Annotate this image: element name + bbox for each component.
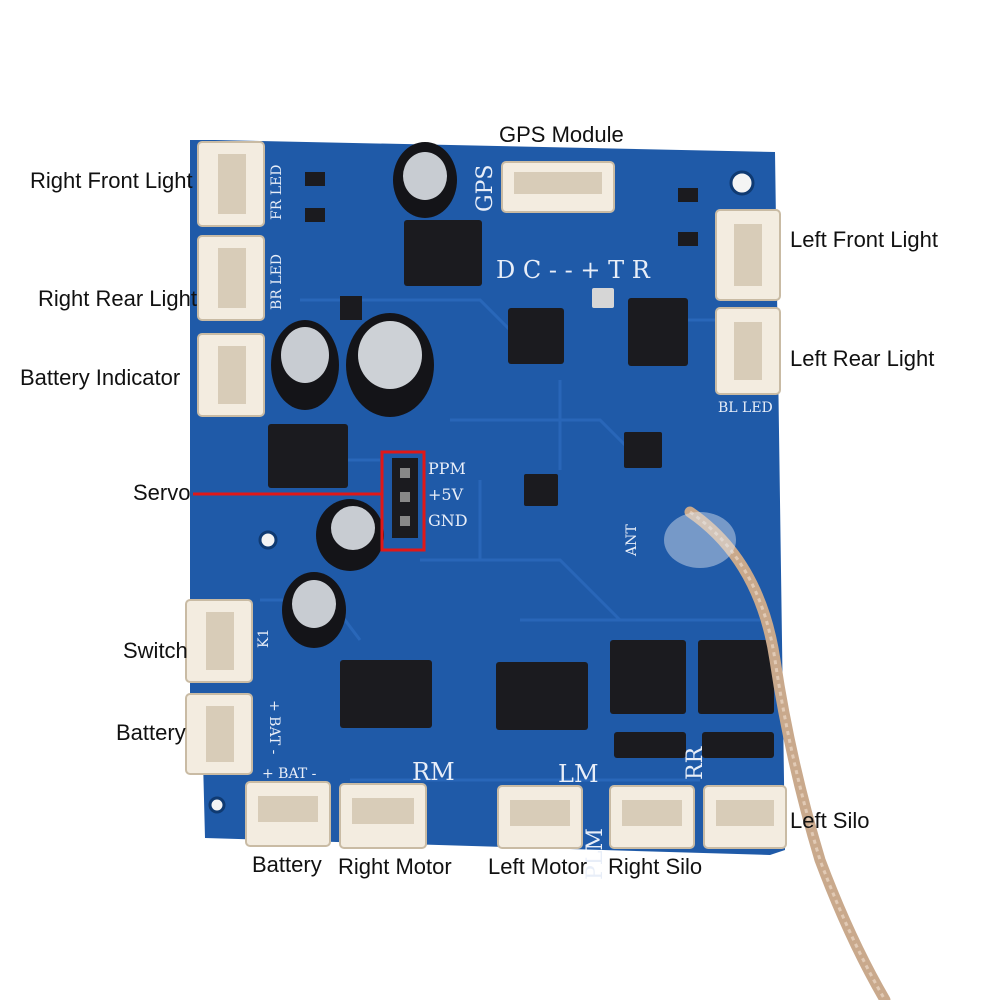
silk-ppm: PPM (428, 459, 466, 478)
connector-right-front-light (197, 141, 265, 227)
small-chip-right (624, 432, 662, 468)
label-left-motor: Left Motor (488, 854, 588, 879)
regulator-top (404, 220, 482, 286)
label-servo: Servo (133, 480, 191, 505)
silk-gps: GPS (473, 165, 498, 212)
mcu-chip (508, 308, 564, 364)
silk-fr-led: FR LED (269, 165, 285, 220)
regulator-mid (268, 424, 348, 488)
servo-highlight-box (380, 450, 426, 552)
label-right-silo: Right Silo (608, 854, 703, 879)
capacitor-top (393, 142, 457, 218)
crystal (592, 288, 614, 308)
silk-plus5v: +5V (428, 485, 464, 504)
connector-left-motor (497, 785, 583, 849)
silk-bat-side: + BAT - (266, 700, 282, 755)
connector-left-silo (703, 785, 787, 849)
silk-rm: RM (412, 758, 455, 786)
transistor-3 (678, 188, 698, 202)
capacitor-servo (316, 499, 384, 571)
mount-hole-bottom-left (208, 796, 226, 814)
label-right-front-light: Right Front Light (30, 168, 193, 193)
label-left-rear-light: Left Rear Light (790, 346, 935, 371)
silk-plm: PLM (583, 828, 608, 880)
motor-driver-left (496, 662, 588, 730)
transistor-1 (305, 172, 325, 186)
label-switch: Switch (123, 638, 188, 663)
capacitor-mid-left (271, 320, 339, 410)
connector-battery-bottom (245, 781, 331, 847)
diode-left (702, 732, 774, 758)
label-battery-bottom: Battery (252, 852, 322, 877)
transistor-4 (678, 232, 698, 246)
silk-br-led: BR LED (269, 254, 285, 310)
rf-chip (628, 298, 688, 366)
mount-hole-left (258, 530, 278, 550)
label-right-rear-light: Right Rear Light (38, 286, 197, 311)
silk-lm: LM (558, 760, 599, 788)
connector-left-front-light (715, 209, 781, 301)
connector-left-rear-light (715, 307, 781, 395)
capacitor-switch (282, 572, 346, 648)
label-left-silo: Left Silo (790, 808, 870, 833)
silk-bl-led: BL LED (718, 400, 773, 416)
label-left-front-light: Left Front Light (790, 227, 938, 252)
diode-right (614, 732, 686, 758)
label-right-motor: Right Motor (338, 854, 452, 879)
servo-callout (193, 450, 426, 552)
label-battery-side: Battery (116, 720, 186, 745)
mosfet-left-silo (698, 640, 774, 714)
connector-battery-side (185, 693, 253, 775)
chips (268, 172, 774, 758)
capacitor-large (346, 313, 434, 417)
capacitors (271, 142, 457, 648)
connector-right-motor (339, 783, 427, 849)
connector-right-silo (609, 785, 695, 849)
mount-hole-top-right (729, 170, 755, 196)
servo-header (392, 458, 418, 538)
connector-battery-indicator (197, 333, 265, 417)
label-battery-indicator: Battery Indicator (20, 365, 181, 390)
silk-rr: RR (683, 745, 708, 780)
transistor-5 (340, 296, 362, 320)
silkscreen-labels: GPS D C - - + T R FR LED BR LED BL LED P… (256, 165, 773, 880)
label-gps-module: GPS Module (499, 122, 624, 147)
mosfet-right-silo (610, 640, 686, 714)
connector-right-rear-light (197, 235, 265, 321)
small-chip-center (524, 474, 558, 506)
transistor-2 (305, 208, 325, 222)
silk-gps-pins: D C - - + T R (496, 256, 651, 284)
motor-driver-right (340, 660, 432, 728)
antenna-cable (664, 506, 891, 1005)
connector-gps-module (501, 161, 615, 213)
connectors (185, 141, 787, 849)
silk-gnd: GND (428, 511, 468, 530)
connector-switch (185, 599, 253, 683)
silk-k1: K1 (256, 629, 272, 648)
silk-ant: ANT (624, 524, 640, 557)
silk-bat-bottom: + BAT - (262, 766, 317, 782)
